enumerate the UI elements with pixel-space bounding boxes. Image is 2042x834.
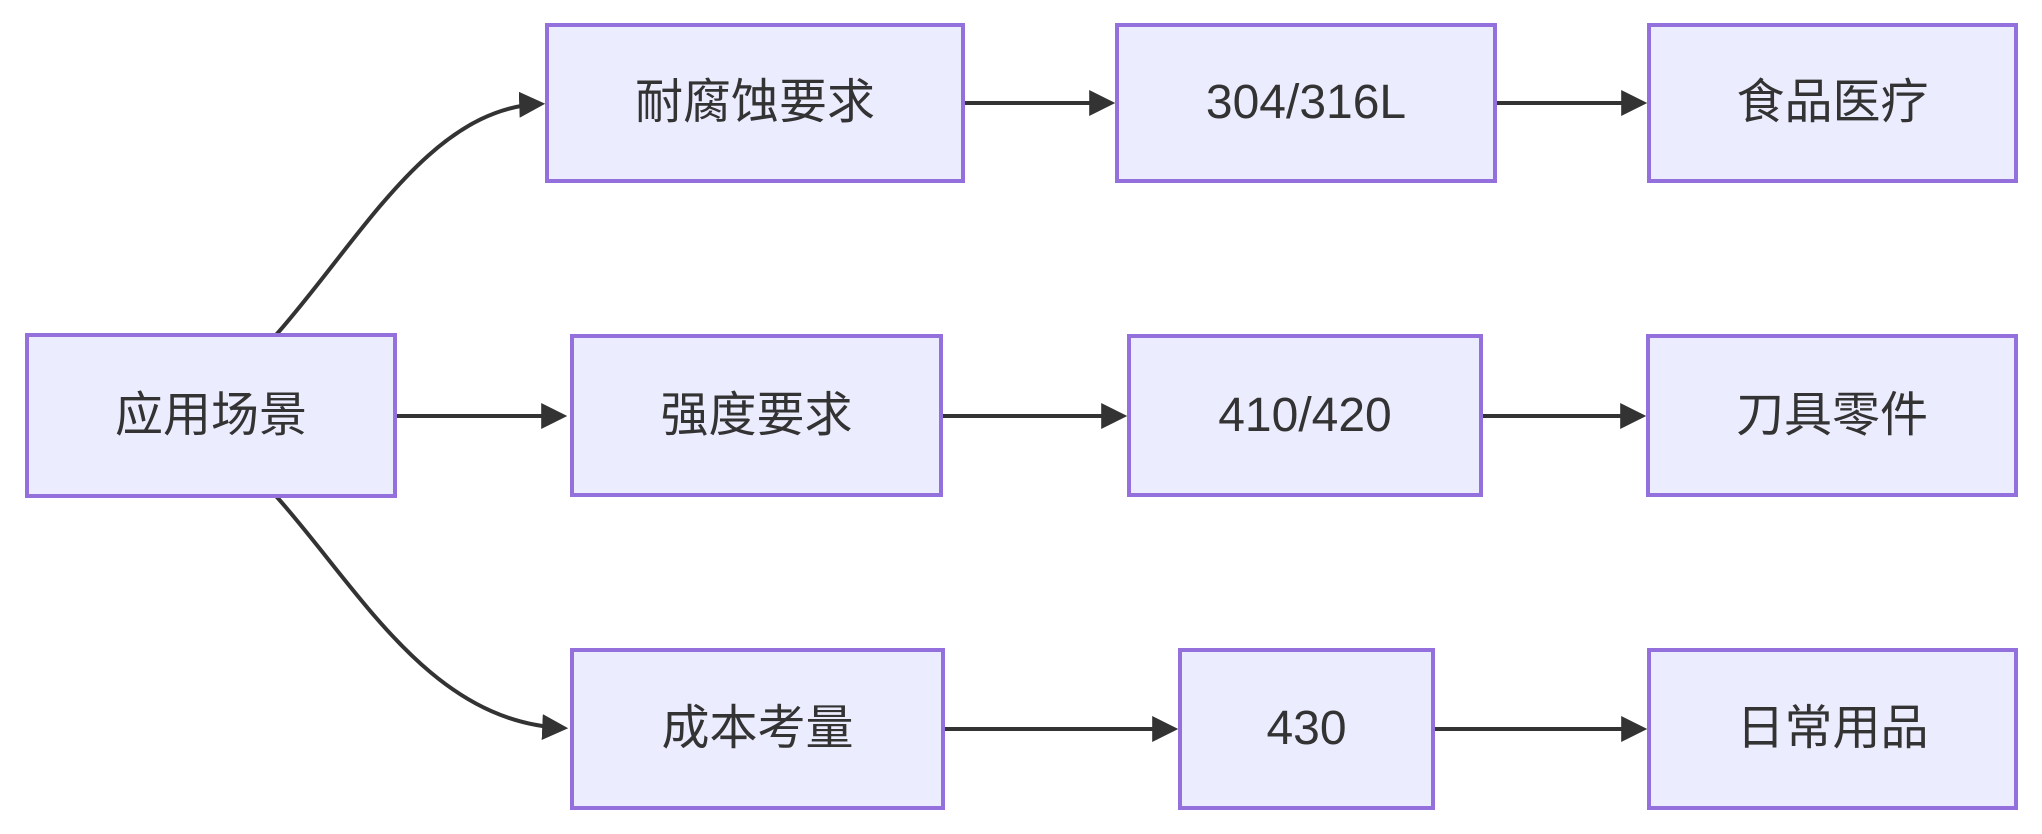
node-label: 刀具零件 xyxy=(1735,388,1928,442)
node-label: 成本考量 xyxy=(661,702,854,756)
node-label: 强度要求 xyxy=(660,388,853,442)
node-cost-consideration: 成本考量 xyxy=(570,648,945,810)
node-corrosion-resistance-requirement: 耐腐蚀要求 xyxy=(545,23,965,183)
node-knife-parts: 刀具零件 xyxy=(1646,334,2018,497)
node-label: 日常用品 xyxy=(1736,702,1929,756)
node-food-medical: 食品医疗 xyxy=(1647,23,2018,183)
node-grade-430: 430 xyxy=(1178,648,1435,810)
node-strength-requirement: 强度要求 xyxy=(570,334,943,497)
node-label: 应用场景 xyxy=(114,388,307,442)
edge-root-to-cost xyxy=(274,494,569,741)
node-daily-goods: 日常用品 xyxy=(1647,648,2018,810)
node-label: 304/316L xyxy=(1205,76,1407,130)
node-label: 430 xyxy=(1266,702,1347,756)
node-label: 410/420 xyxy=(1218,388,1392,442)
node-application-scenario: 应用场景 xyxy=(25,333,397,498)
node-grade-410-420: 410/420 xyxy=(1127,334,1483,497)
node-grade-304-316l: 304/316L xyxy=(1115,23,1497,183)
node-label: 食品医疗 xyxy=(1736,76,1929,130)
node-label: 耐腐蚀要求 xyxy=(634,76,875,130)
edge-root-to-corrosion xyxy=(274,91,546,337)
